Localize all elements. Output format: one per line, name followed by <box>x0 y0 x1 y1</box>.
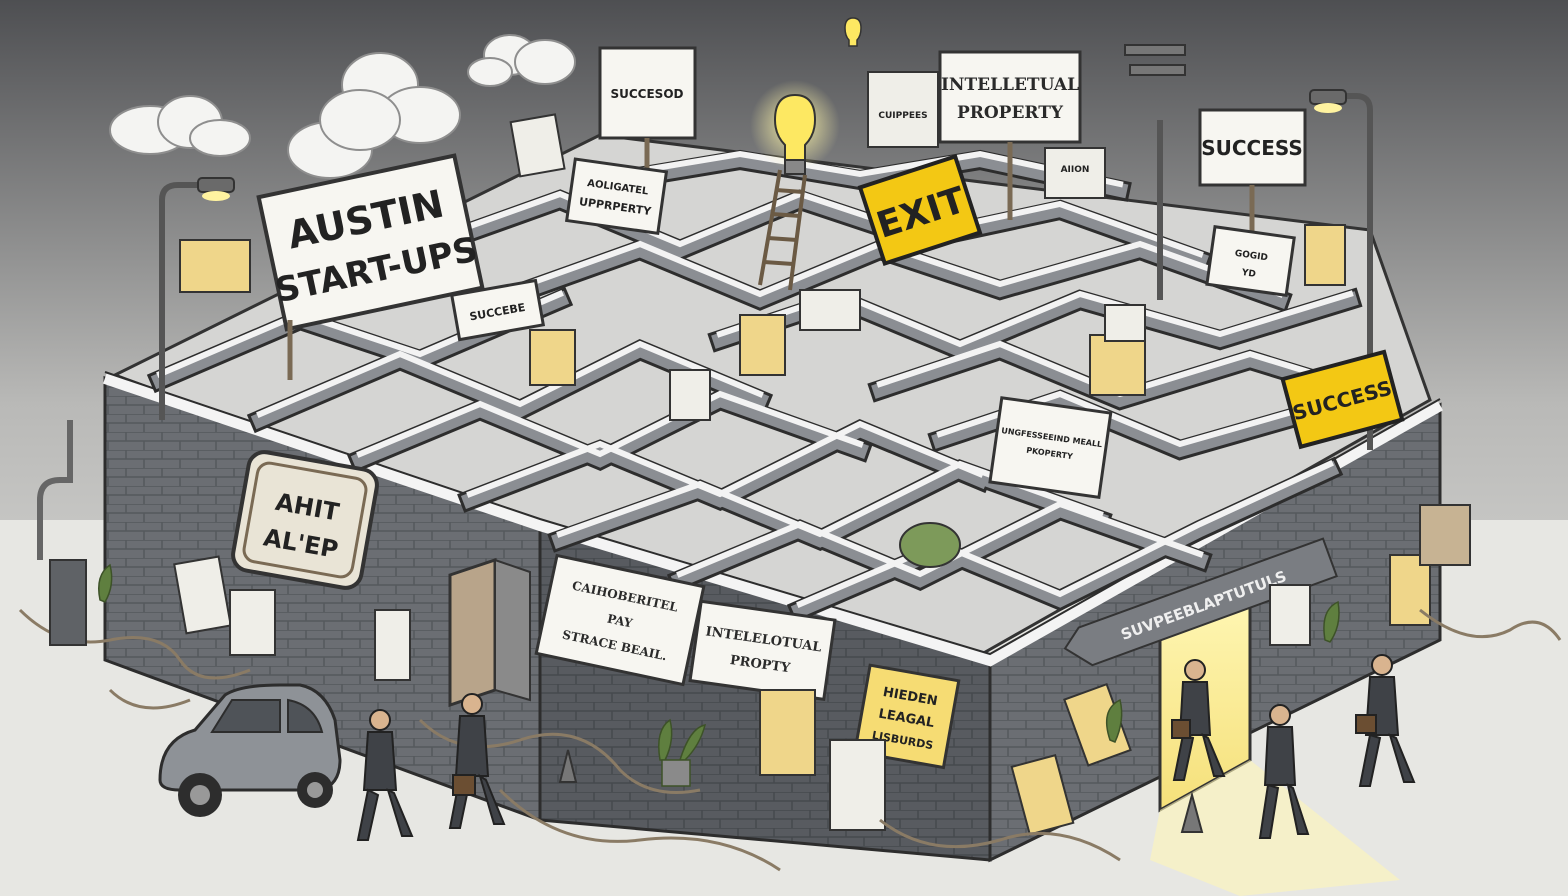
succebe-sign: SUCCEBE <box>450 278 546 342</box>
right-small-sign: GOGID YD <box>1205 225 1296 298</box>
businessman-4 <box>1258 704 1310 839</box>
street-lamp-right <box>1309 89 1373 450</box>
car <box>158 683 342 817</box>
austin-startups-sign: AUSTIN START-UPS <box>256 153 485 332</box>
property-note-sign: UNGFESSEEIND MEALL PKOPERTY <box>988 396 1113 499</box>
businessman-2 <box>448 693 506 829</box>
ip-sign-mid: INTELELOTUAL PROPTY <box>688 599 837 702</box>
ahit-plaque: AHIT AL'EP <box>231 450 379 590</box>
cuippees-sign-text: CUIPPEES <box>878 111 927 121</box>
ip-sign-top-line2: PROPERTY <box>957 103 1064 123</box>
left-door <box>448 557 531 708</box>
success-sign-top-text: SUCCESS <box>1201 136 1303 160</box>
cloud-center <box>287 52 461 179</box>
exit-sign: EXIT <box>857 153 983 267</box>
ip-sign-left: AOLIGATEL UPPRPERTY <box>564 157 669 235</box>
succesod-sign-text: SUCCESOD <box>610 87 683 101</box>
businessman-1 <box>356 709 414 841</box>
businessman-5 <box>1355 654 1416 787</box>
ladder <box>758 169 807 291</box>
caihoberitel-sign: CAIHOBERITEL PAY STRACE BEAIL. <box>534 553 706 687</box>
success-sign-yellow: SUCCESS <box>1280 349 1405 450</box>
success-sign-top: SUCCESS <box>1198 108 1307 250</box>
scattered-signs <box>173 113 1471 836</box>
cloud-left <box>109 95 251 157</box>
aiion-sign: AIION <box>1044 147 1106 199</box>
traffic-cones <box>558 749 1204 833</box>
succesod-sign: SUCCESOD <box>598 46 697 220</box>
utility-box <box>37 420 87 646</box>
plants <box>98 563 1340 787</box>
street-lamp-left <box>159 177 235 420</box>
street-lamp-top-right <box>1124 44 1186 300</box>
ip-sign-top: INTELLETUAL PROPERTY <box>938 50 1082 220</box>
cuippees-sign: CUIPPEES <box>867 71 939 148</box>
cloud-top <box>467 34 576 87</box>
light-bulb-icon <box>750 80 840 175</box>
businessman-3 <box>1171 659 1226 781</box>
caihoberitel-line2: PAY <box>606 611 634 630</box>
right-small-sign-line2: YD <box>1240 268 1256 280</box>
aiion-sign-text: AIION <box>1061 165 1090 175</box>
ip-sign-top-line1: INTELLETUAL <box>941 75 1079 95</box>
right-small-sign-line1: GOGID <box>1234 249 1268 264</box>
small-bulb-icon <box>844 17 862 47</box>
